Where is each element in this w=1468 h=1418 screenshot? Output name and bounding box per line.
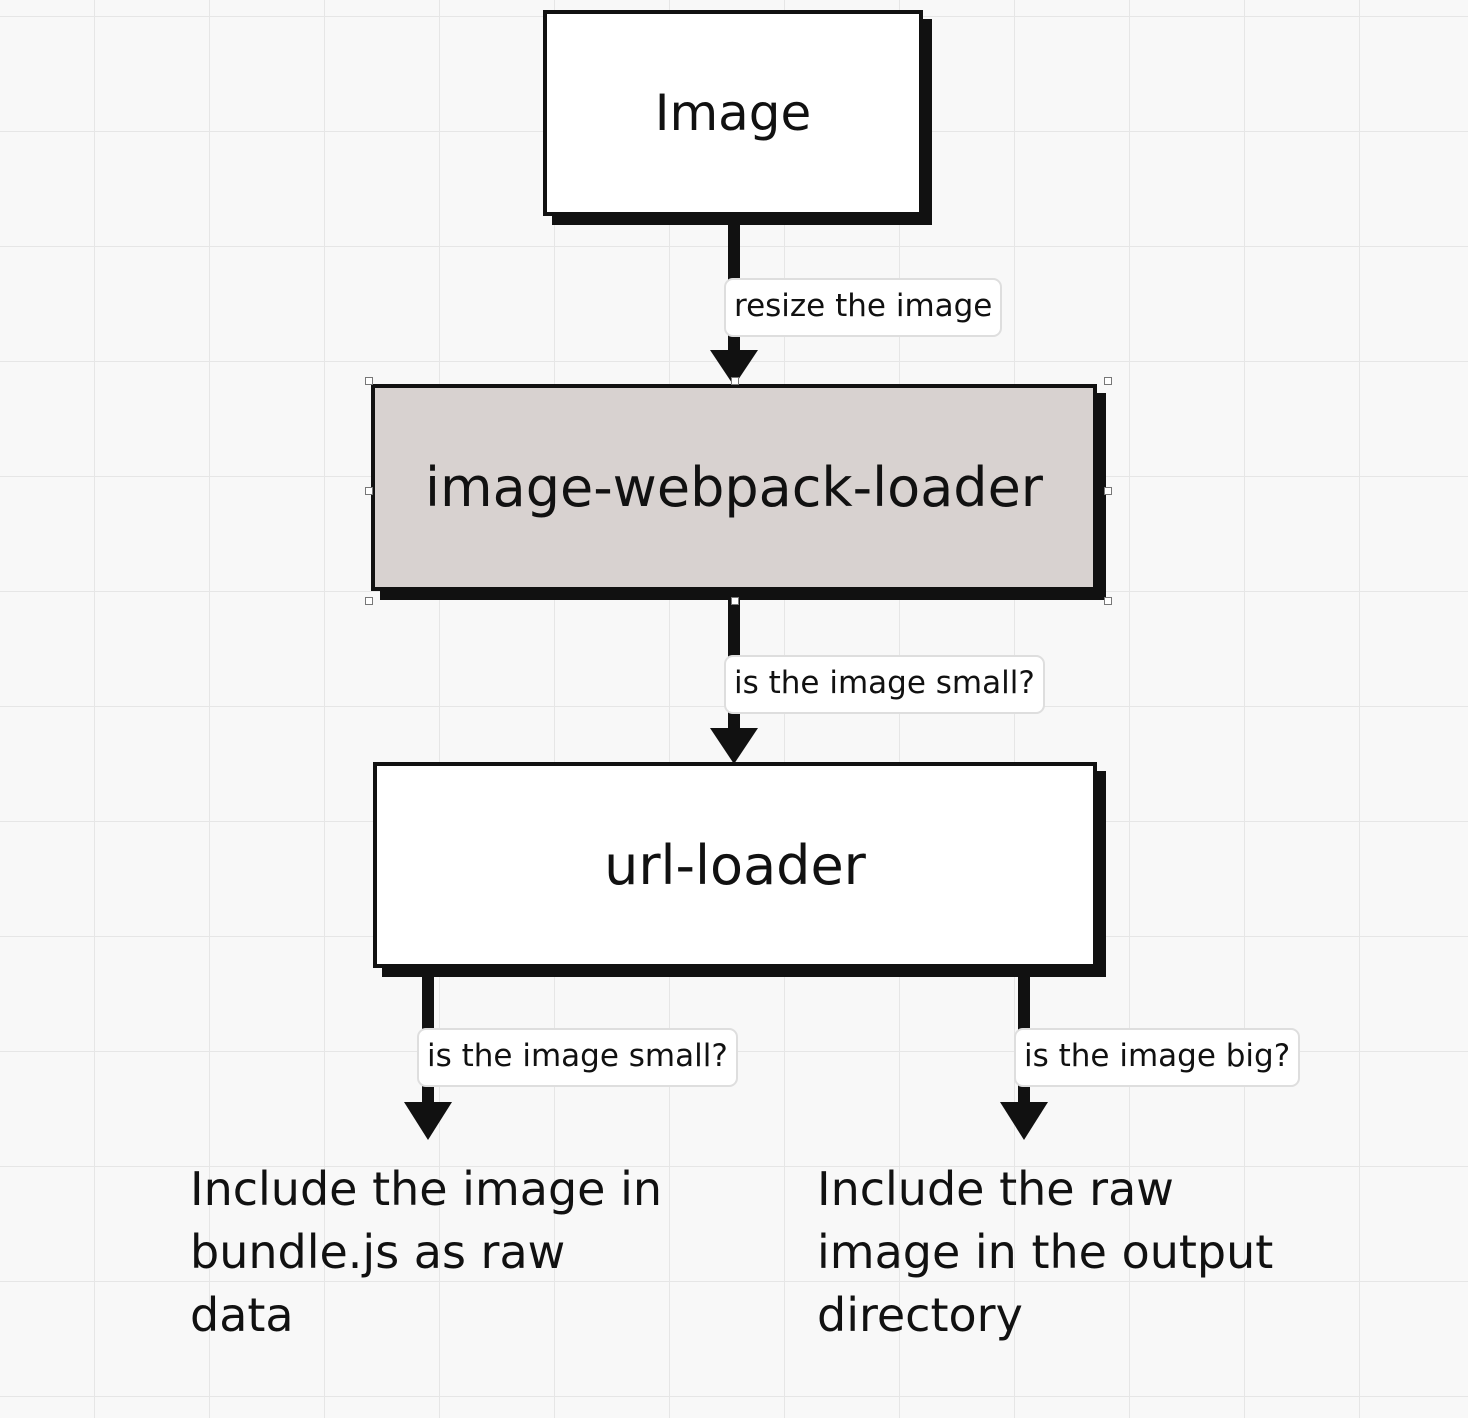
selection-handle-left[interactable] bbox=[365, 487, 373, 495]
edge-label-resize[interactable]: resize the image bbox=[724, 278, 1003, 337]
outcome-line: directory bbox=[817, 1288, 1023, 1342]
selection-handle-top[interactable] bbox=[731, 377, 739, 385]
outcome-line: Include the image in bbox=[190, 1162, 663, 1216]
node-url-loader[interactable]: url-loader bbox=[373, 762, 1097, 968]
selection-handle-right[interactable] bbox=[1104, 487, 1112, 495]
edge-label-iwl-small[interactable]: is the image small? bbox=[724, 655, 1045, 714]
node-label: Image bbox=[654, 84, 812, 142]
edge-label-url-big[interactable]: is the image big? bbox=[1014, 1028, 1301, 1087]
outcome-line: Include the raw bbox=[817, 1162, 1174, 1216]
outcome-line: bundle.js as raw bbox=[190, 1225, 566, 1279]
node-label: image-webpack-loader bbox=[425, 456, 1043, 519]
arrowhead-down-icon bbox=[404, 1102, 452, 1140]
node-image-webpack-loader[interactable]: image-webpack-loader bbox=[371, 384, 1097, 591]
selection-handle-bottom-left[interactable] bbox=[365, 597, 373, 605]
selection-handle-top-left[interactable] bbox=[365, 377, 373, 385]
arrowhead-down-icon bbox=[710, 728, 758, 764]
edge-label-url-small[interactable]: is the image small? bbox=[417, 1028, 738, 1087]
arrowhead-down-icon bbox=[1000, 1102, 1048, 1140]
node-label: url-loader bbox=[604, 833, 866, 897]
outcome-line: image in the output bbox=[817, 1225, 1274, 1279]
outcome-big-text[interactable]: Include the raw image in the output dire… bbox=[817, 1158, 1273, 1347]
selection-handle-bottom[interactable] bbox=[731, 597, 739, 605]
node-image[interactable]: Image bbox=[543, 10, 923, 216]
outcome-line: data bbox=[190, 1288, 294, 1342]
outcome-small-text[interactable]: Include the image in bundle.js as raw da… bbox=[190, 1158, 662, 1347]
selection-handle-bottom-right[interactable] bbox=[1104, 597, 1112, 605]
arrowhead-down-icon bbox=[710, 350, 758, 386]
selection-handle-top-right[interactable] bbox=[1104, 377, 1112, 385]
